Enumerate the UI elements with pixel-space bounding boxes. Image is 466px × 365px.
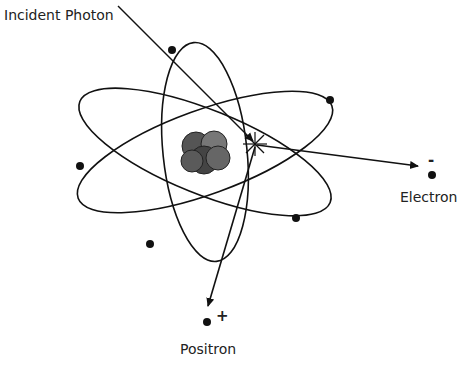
particle-label: Electron: [400, 190, 457, 205]
orbital-electrons: [76, 46, 334, 248]
nucleus: [181, 131, 230, 174]
particle-label: Positron: [180, 342, 236, 357]
electron-arrow: [257, 145, 418, 166]
electron-dot: [428, 171, 436, 179]
charge-sign: -: [428, 152, 434, 169]
positron-dot: [203, 318, 211, 326]
interaction-burst: [243, 132, 267, 156]
positron-arrow: [208, 147, 255, 306]
charge-sign: +: [216, 308, 229, 325]
electron-orbits: [64, 38, 346, 266]
photon-arrow: [118, 6, 253, 141]
photon-label: Incident Photon: [4, 8, 114, 23]
